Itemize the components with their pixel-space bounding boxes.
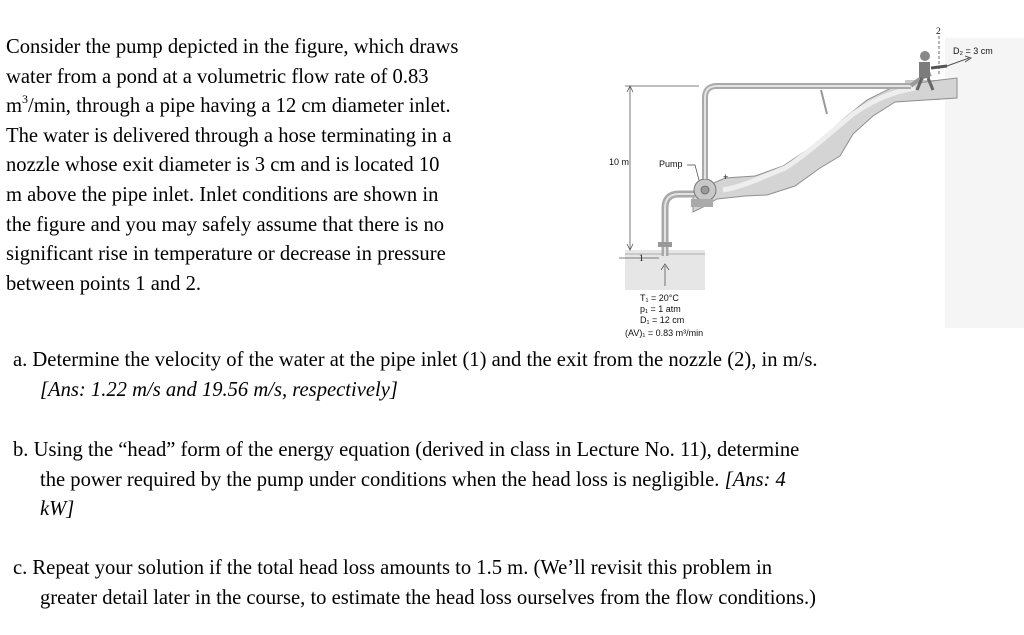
p1-label: p₁ = 1 atm xyxy=(640,304,681,314)
pump-figure: + 2 D₂ = 3 cm 10 m Pump 1 T₁ = 20°C p xyxy=(595,18,1024,348)
person-head xyxy=(920,51,930,61)
person-body xyxy=(919,62,930,78)
question-c-line-1: c. Repeat your solution if the total hea… xyxy=(13,557,773,579)
t1-label: T₁ = 20°C xyxy=(640,293,679,303)
inlet-pipe-highlight xyxy=(664,193,695,256)
background-shade xyxy=(945,38,1024,328)
inlet-flange xyxy=(658,242,672,247)
intro-line-1: Consider the pump depicted in the figure… xyxy=(6,36,459,58)
pump-hub xyxy=(700,185,710,195)
hillside-highlight xyxy=(722,85,916,193)
question-b: b. Using the “head” form of the energy e… xyxy=(13,436,799,525)
plus-mark: + xyxy=(723,172,728,182)
problem-statement: Consider the pump depicted in the figure… xyxy=(6,33,581,299)
person-leg-right xyxy=(926,77,935,91)
person-leg-left xyxy=(915,77,924,91)
d2-label: D₂ = 3 cm xyxy=(953,46,993,56)
intro-line-9: between points 1 and 2. xyxy=(6,272,202,295)
height-arrow-top xyxy=(626,85,634,93)
d1-label: D₁ = 12 cm xyxy=(640,315,684,325)
intro-line-7: the figure and you may safely assume tha… xyxy=(6,213,445,236)
pump-leader xyxy=(687,164,700,181)
height-label: 10 m xyxy=(609,157,629,167)
water-jet xyxy=(946,57,970,67)
pump-label: Pump xyxy=(659,159,683,169)
question-b-line-1: b. Using the “head” form of the energy e… xyxy=(13,439,800,461)
discharge-pipe-highlight xyxy=(704,85,911,179)
intro-line-6: m above the pipe inlet. Inlet conditions… xyxy=(6,183,439,206)
pump-base xyxy=(691,199,713,207)
question-c-line-2: greater detail later in the course, to e… xyxy=(40,586,817,609)
height-arrow-bottom xyxy=(626,243,634,251)
question-a-text: a. Determine the velocity of the water a… xyxy=(13,349,818,371)
question-a: a. Determine the velocity of the water a… xyxy=(13,346,818,405)
question-a-answer: [Ans: 1.22 m/s and 19.56 m/s, respective… xyxy=(40,378,398,401)
intro-line-4: The water is delivered through a hose te… xyxy=(6,124,452,147)
question-b-line-2: the power required by the pump under con… xyxy=(13,466,799,496)
question-c: c. Repeat your solution if the total hea… xyxy=(13,554,816,613)
intro-line-3: m3/min, through a pipe having a 12 cm di… xyxy=(6,92,581,122)
intro-line-2: water from a pond at a volumetric flow r… xyxy=(6,65,429,88)
point-1-label: 1 xyxy=(639,254,644,264)
inlet-arrow xyxy=(660,263,670,271)
pump-diagram: + 2 D₂ = 3 cm 10 m Pump 1 T₁ = 20°C p xyxy=(609,27,1024,338)
unit-exponent: 3 xyxy=(22,92,29,107)
question-b-answer-end: kW] xyxy=(40,498,75,521)
intro-line-8: significant rise in temperature or decre… xyxy=(6,243,446,266)
intro-line-3-rest: /min, through a pipe having a 12 cm diam… xyxy=(28,95,451,118)
intro-line-5: nozzle whose exit diameter is 3 cm and i… xyxy=(6,154,440,177)
pipe-support xyxy=(820,89,828,115)
hillside xyxy=(692,77,958,213)
jet-arrow xyxy=(964,55,973,63)
question-b-answer-start: [Ans: 4 xyxy=(724,468,786,491)
volume-unit: m xyxy=(6,95,23,118)
av1-label: (AV)₁ = 0.83 m³/min xyxy=(625,328,703,338)
point-2-label: 2 xyxy=(936,27,941,37)
question-b-line-2-text: the power required by the pump under con… xyxy=(40,468,725,491)
